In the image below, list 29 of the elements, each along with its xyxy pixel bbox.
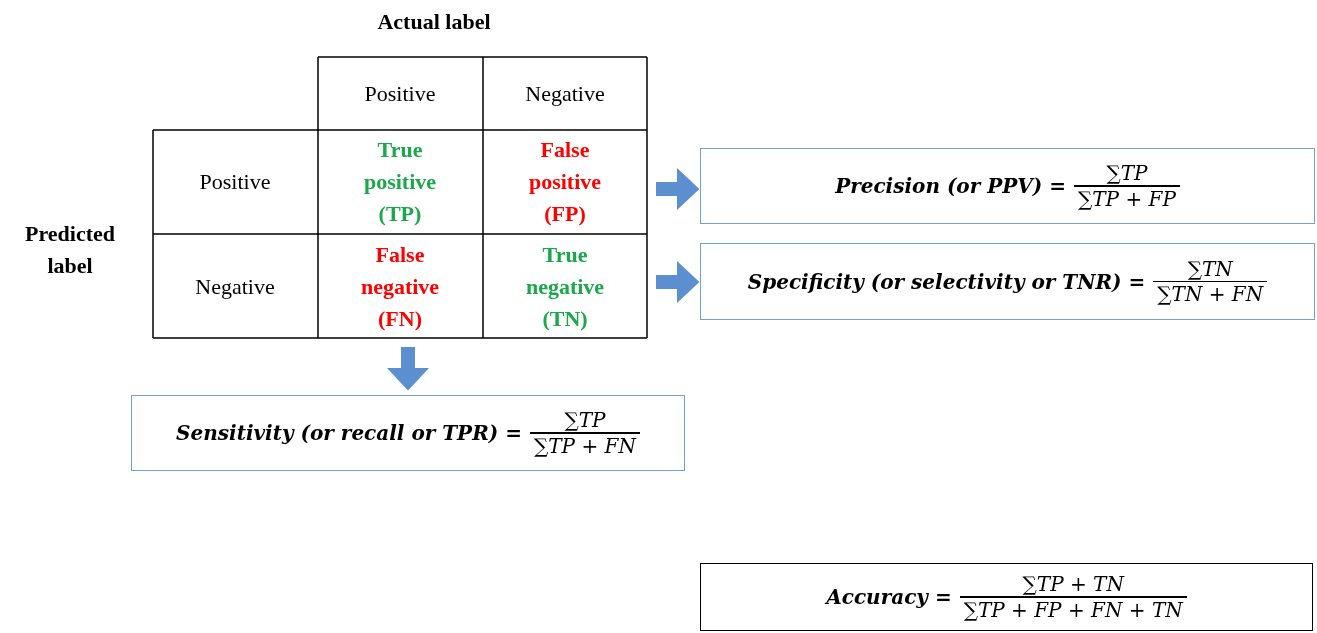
axis-title: Predicted label (24, 220, 116, 280)
numerator: ∑TP (1105, 161, 1149, 186)
block-arrow (656, 168, 700, 210)
block-arrow (387, 347, 429, 391)
numerator: ∑TP (563, 408, 607, 433)
denominator: ∑TP + FN (532, 433, 638, 458)
formula-box (131, 395, 685, 471)
metric-name: Accuracy = (826, 585, 952, 609)
column-header: Negative (524, 80, 606, 108)
denominator: ∑TP + FP (1077, 186, 1177, 211)
formula-box (700, 148, 1315, 224)
denominator: ∑TN + FN (1156, 282, 1265, 307)
numerator: ∑TN (1186, 256, 1235, 281)
metric-name: Sensitivity (or recall or TPR) = (176, 421, 522, 445)
matrix-entry: False negative (FN) (359, 241, 441, 333)
matrix-entry: True negative (TN) (524, 241, 606, 333)
block-arrow (656, 261, 700, 303)
row-header: Negative (194, 273, 276, 301)
metric-name: Specificity (or selectivity or TNR) = (747, 269, 1146, 294)
axis-title: Actual label (376, 8, 492, 36)
row-header: Positive (198, 168, 272, 196)
column-header: Positive (363, 80, 437, 108)
metric-name: Precision (or PPV) = (835, 174, 1066, 198)
formula-box (700, 243, 1315, 320)
formula-box (700, 563, 1313, 631)
numerator: ∑TP + TN (1021, 572, 1126, 597)
matrix-entry: False positive (FP) (527, 136, 603, 228)
denominator: ∑TP + FP + FN + TN (962, 597, 1185, 622)
matrix-entry: True positive (TP) (362, 136, 438, 228)
